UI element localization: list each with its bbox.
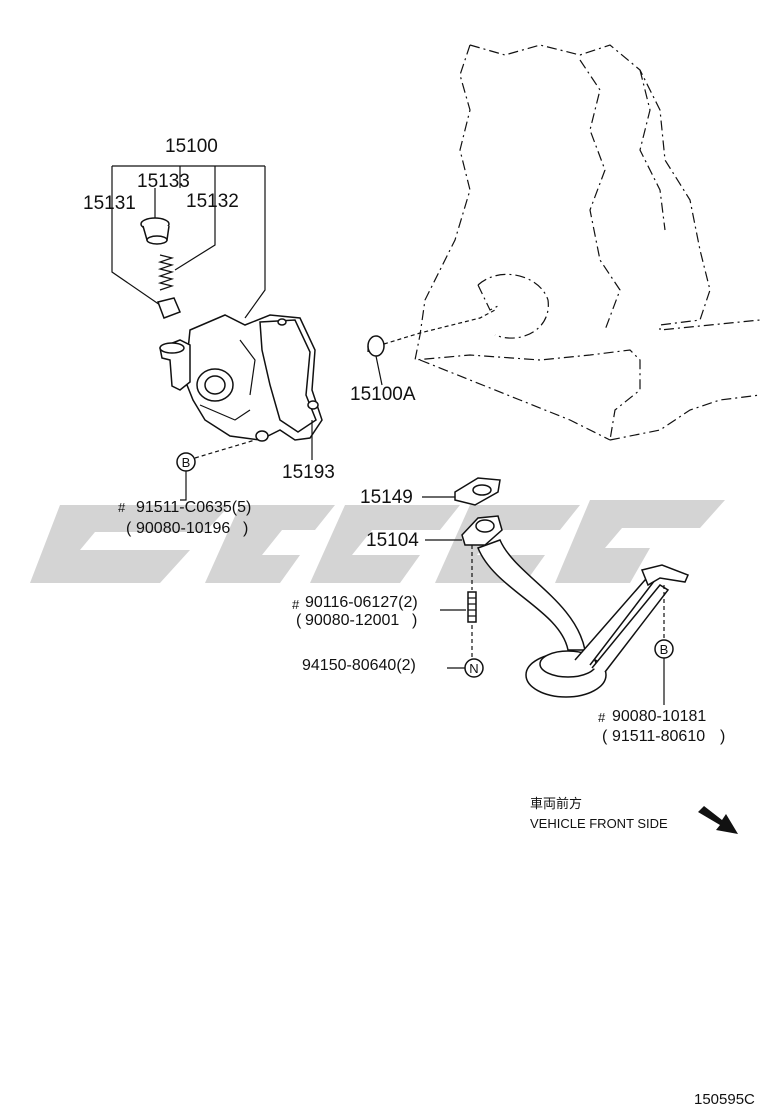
marker-n-text: N [469, 661, 478, 676]
label-plug: 15131 [83, 193, 136, 214]
label-bolt-b1-a: 91511-C0635(5) [136, 499, 251, 516]
marker-b-lower: B [654, 639, 674, 705]
marker-b-upper-text: B [182, 455, 191, 470]
oil-strainer-15104 [425, 515, 689, 698]
marker-b-lower-text: B [660, 642, 669, 657]
plug-15131 [140, 217, 170, 245]
direction-en: VEHICLE FRONT SIDE [530, 816, 668, 831]
paren-b2-close: ) [720, 728, 725, 745]
hash-stud: # [292, 597, 300, 612]
spring-15132 [157, 254, 175, 291]
label-bolt-b2-b: 91511-80610 [612, 728, 705, 745]
label-strainer-gasket: 15149 [360, 487, 413, 508]
watermark-logo [30, 500, 725, 583]
label-pin: 15100A [350, 384, 416, 405]
direction-jp: 車両前方 [530, 796, 582, 811]
label-assembly: 15100 [165, 136, 218, 157]
label-relief-valve: 15133 [137, 171, 190, 192]
figure-code: 150595C [694, 1091, 755, 1108]
assembly-leader-lines [111, 165, 266, 319]
label-nut: 94150-80640(2) [302, 657, 416, 674]
paren-b1-close: ) [243, 520, 248, 537]
label-stud-b: 90080-12001 [305, 612, 399, 629]
label-bolt-b2-a: 90080-10181 [612, 708, 706, 725]
paren-stud-close: ) [412, 612, 417, 629]
label-strainer: 15104 [366, 530, 419, 551]
label-spring: 15132 [186, 191, 239, 212]
paren-b2-open: ( [602, 728, 608, 745]
engine-block-outline [414, 44, 760, 441]
paren-stud-open: ( [296, 612, 302, 629]
hash-b2: # [598, 710, 606, 725]
label-gasket: 15193 [282, 462, 335, 483]
arrow-down-right-icon [698, 806, 738, 834]
pin-15100a [367, 309, 496, 386]
paren-b1-open: ( [126, 520, 132, 537]
label-bolt-b1-b: 90080-10196 [136, 520, 230, 537]
stud-and-nut: N [440, 545, 484, 678]
label-stud-a: 90116-06127(2) [305, 594, 418, 611]
strainer-gasket-15149 [422, 477, 501, 506]
hash-b1: # [118, 500, 126, 515]
oil-pump-body [159, 314, 323, 460]
relief-valve-15133 [157, 297, 181, 319]
marker-b-upper: B [176, 439, 256, 501]
